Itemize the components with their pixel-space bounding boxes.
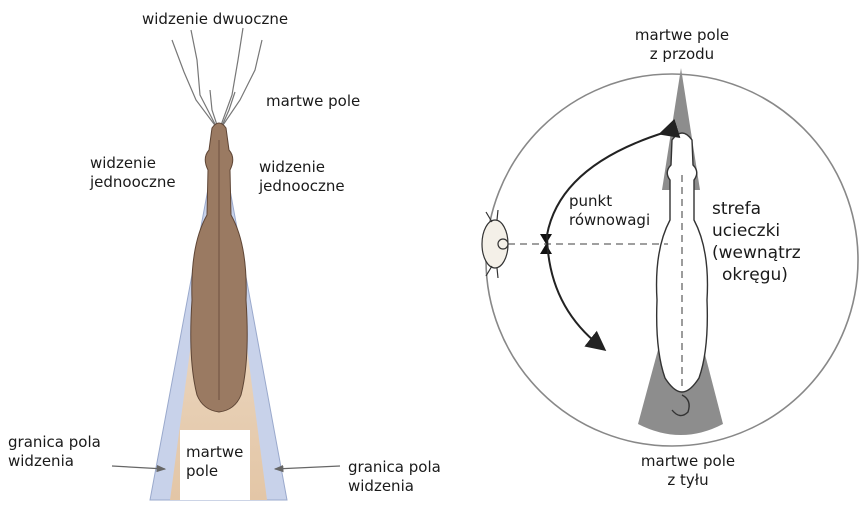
- vision-limit-label-right: granica pola widzenia: [348, 458, 441, 496]
- binocular-vision-label: widzenie dwuoczne: [142, 10, 288, 29]
- rear-dead-zone-label-right: martwe pole z tyłu: [618, 452, 758, 490]
- monocular-vision-label-right: widzenie jednooczne: [259, 158, 345, 196]
- front-dead-zone-label-right: martwe pole z przodu: [622, 26, 742, 64]
- monocular-vision-label-left: widzenie jednooczne: [90, 154, 176, 192]
- right-flight-zone-diagram: [482, 68, 858, 446]
- balance-point-label: punkt równowagi: [569, 192, 650, 230]
- vision-limit-label-left: granica pola widzenia: [8, 433, 101, 471]
- horse-top-view-left: [191, 123, 247, 412]
- flight-zone-label: strefa ucieczki (wewnątrz okręgu): [712, 198, 801, 286]
- binocular-vision-lines: [172, 28, 262, 128]
- vision-limit-arrow-right: [275, 466, 340, 469]
- rear-dead-zone-label: martwe pole: [186, 443, 243, 481]
- front-dead-zone-label: martwe pole: [266, 92, 360, 111]
- movement-arc-arrow: [547, 132, 666, 346]
